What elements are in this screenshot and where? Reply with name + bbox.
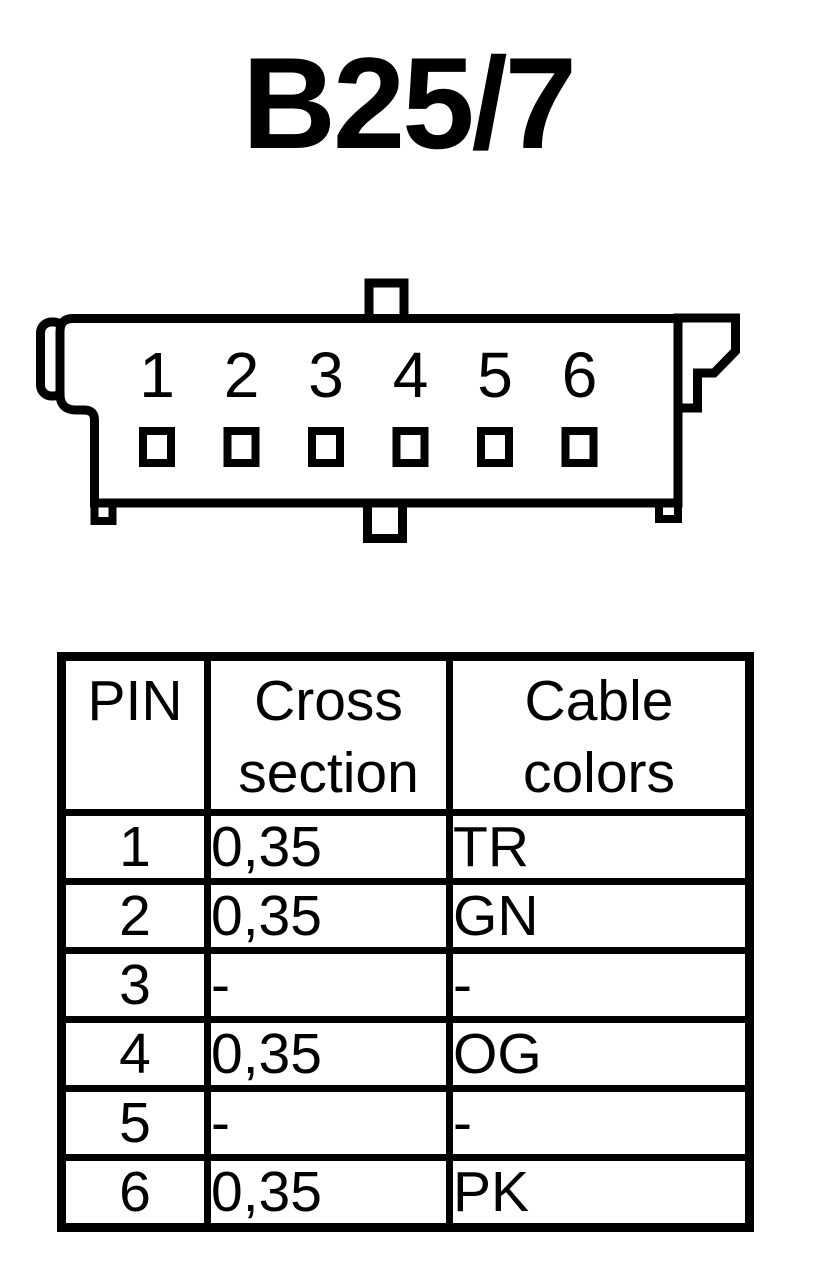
cell-pin: 1 [58, 809, 211, 885]
pin-number-2: 2 [224, 339, 260, 411]
cell-cross-section: - [204, 947, 453, 1023]
cell-pin: 6 [58, 1154, 211, 1231]
pin-number-4: 4 [393, 339, 429, 411]
col-header-cable-colors: Cable colors [446, 653, 753, 816]
page-title: B25/7 [242, 30, 577, 176]
col-header-pin: PIN [58, 653, 211, 816]
table-row: 2 0,35 GN [58, 878, 753, 954]
pin-cavity-4 [392, 427, 429, 467]
pin-cavity-6 [561, 427, 598, 467]
pin-cavity-2 [223, 427, 260, 467]
table-header-row: PIN Cross section Cable colors [58, 653, 753, 816]
pin-number-1: 1 [139, 339, 175, 411]
table-row: 4 0,35 OG [58, 1016, 753, 1092]
table-row: 3 - - [58, 947, 753, 1023]
cell-pin: 4 [58, 1016, 211, 1092]
pin-table-container: PIN Cross section Cable colors 1 0,35 TR… [57, 652, 754, 1232]
cell-cross-section: 0,35 [204, 1016, 453, 1092]
cell-cable-color: - [446, 947, 753, 1023]
table-row: 5 - - [58, 1085, 753, 1161]
cell-pin: 5 [58, 1085, 211, 1161]
col-header-cross-section: Cross section [204, 653, 453, 816]
pin-cavity-5 [477, 427, 513, 467]
cell-cross-section: - [204, 1085, 453, 1161]
connector-body [55, 314, 683, 508]
cell-cable-color: PK [446, 1154, 753, 1231]
pin-cavity-3 [308, 427, 344, 467]
pin-number-5: 5 [477, 339, 513, 411]
cell-cable-color: OG [446, 1016, 753, 1092]
table-row: 6 0,35 PK [58, 1154, 753, 1231]
cell-cable-color: TR [446, 809, 753, 885]
cell-pin: 2 [58, 878, 211, 954]
cell-cross-section: 0,35 [204, 809, 453, 885]
cell-cable-color: - [446, 1085, 753, 1161]
table-row: 1 0,35 TR [58, 809, 753, 885]
pin-number-6: 6 [562, 339, 598, 411]
cell-cross-section: 0,35 [204, 878, 453, 954]
pin-table: PIN Cross section Cable colors 1 0,35 TR… [57, 652, 754, 1232]
connector-diagram: 1 2 3 4 5 6 [36, 278, 740, 543]
connector-right-key-icon [673, 313, 740, 413]
pin-cavity-1 [139, 427, 175, 467]
cell-cable-color: GN [446, 878, 753, 954]
connector-bottom-tab-icon [363, 498, 407, 543]
cell-cross-section: 0,35 [204, 1154, 453, 1231]
cell-pin: 3 [58, 947, 211, 1023]
pin-number-3: 3 [308, 339, 344, 411]
